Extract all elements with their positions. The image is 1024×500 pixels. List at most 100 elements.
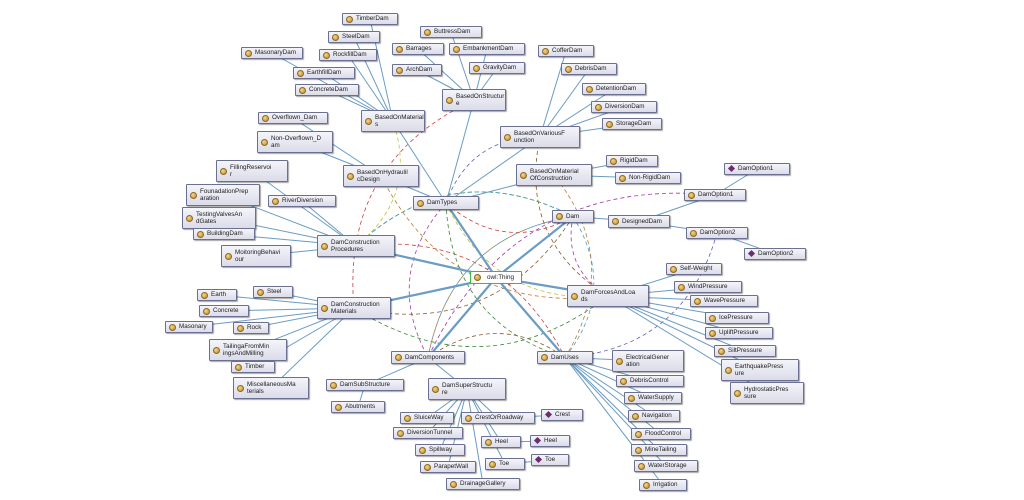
node-rigiddam[interactable]: RigidDam	[606, 155, 658, 167]
node-watersupply[interactable]: WaterSupply	[624, 392, 682, 404]
node-label: DamOption1	[698, 191, 734, 199]
property-link	[564, 232, 718, 358]
node-label: EarthfillDam	[307, 69, 342, 77]
node-icepressure[interactable]: IcePressure	[705, 312, 769, 324]
subclass-edge	[564, 357, 655, 417]
node-damforces[interactable]: DamForcesAndLoa ds	[567, 285, 649, 307]
node-miscmaterials[interactable]: MiscellaneousMa terials	[233, 377, 309, 399]
node-detentiondam[interactable]: DetentionDam	[582, 83, 646, 95]
class-dot-icon	[616, 357, 623, 365]
class-dot-icon	[396, 45, 403, 53]
node-label: MiscellaneousMa terials	[247, 380, 296, 396]
node-damuses[interactable]: DamUses	[537, 351, 593, 364]
node-basedonmaterials[interactable]: BasedOnMaterial s	[361, 110, 425, 132]
node-electrical[interactable]: ElectricalGener ation	[612, 350, 684, 372]
node-damcomp[interactable]: DamComponents	[391, 351, 465, 364]
class-dot-icon	[690, 229, 697, 237]
node-fillingreservoir[interactable]: FillingReservoi r	[216, 160, 288, 182]
node-masonary[interactable]: Masonary	[165, 321, 213, 333]
node-archdam[interactable]: ArchDam	[392, 64, 442, 76]
node-label: MoitoringBehavi our	[235, 248, 281, 264]
node-damcm[interactable]: DamConstruction Materials	[317, 297, 391, 319]
node-damoption2-ind[interactable]: DamOption2	[744, 248, 806, 260]
node-windpressure[interactable]: WindPressure	[674, 281, 742, 293]
node-tailing[interactable]: TailingaFromMin ingsAndMilling	[209, 339, 287, 361]
node-upliftpressure[interactable]: UpliftPressure	[705, 327, 773, 339]
node-basedonstructure[interactable]: BasedOnStructur e	[442, 89, 506, 111]
node-floodcontrol[interactable]: FloodControl	[631, 428, 691, 440]
node-diversiondam[interactable]: DiversionDam	[591, 101, 657, 113]
node-wavepressure[interactable]: WavePressure	[690, 295, 758, 307]
class-dot-icon	[718, 347, 725, 355]
node-rockfilldam[interactable]: RockfillDam	[319, 49, 377, 61]
node-toe-ind[interactable]: Toe	[531, 454, 569, 466]
node-abutments[interactable]: Abutments	[331, 401, 385, 413]
node-heel[interactable]: Heel	[481, 436, 521, 448]
class-dot-icon	[688, 191, 695, 199]
node-designeddam[interactable]: DesignedDam	[608, 215, 670, 228]
node-steel[interactable]: Steel	[253, 286, 293, 298]
node-damsubstructure[interactable]: DamSubStructure	[326, 379, 404, 391]
node-dam[interactable]: Dam	[552, 210, 594, 223]
node-basedonhydraulic[interactable]: BasedOnHydraulil cDesign	[343, 165, 419, 187]
node-sluiceway[interactable]: SluiceWay	[400, 412, 454, 424]
node-heel-ind[interactable]: Heel	[530, 435, 570, 447]
node-gravitydam[interactable]: GravityDam	[469, 62, 525, 74]
node-buildingdam[interactable]: BuildingDam	[193, 228, 255, 240]
node-damoption1[interactable]: DamOption1	[684, 189, 746, 201]
node-label: Navigation	[642, 412, 672, 420]
node-riverdiversion[interactable]: RiverDiversion	[268, 195, 336, 207]
node-navigation[interactable]: Navigation	[628, 410, 680, 422]
node-label: Toe	[545, 456, 556, 464]
node-monitoring[interactable]: MoitoringBehavi our	[221, 245, 291, 267]
node-steeldam[interactable]: SteelDam	[328, 31, 380, 43]
node-earthquake[interactable]: EarthquakePress ure	[721, 359, 799, 381]
node-selfweight[interactable]: Self-Weight	[666, 263, 722, 275]
property-link	[355, 120, 401, 247]
node-debriscontrol[interactable]: DebrisControl	[616, 375, 684, 387]
node-diversiontunnel[interactable]: DiversionTunnel	[393, 427, 463, 439]
node-irrigation[interactable]: Irrigation	[639, 479, 687, 491]
class-dot-icon	[424, 28, 431, 36]
node-testingvalves[interactable]: TestingValvesAn dGates	[182, 207, 256, 229]
node-timberdam[interactable]: TimberDam	[342, 13, 398, 25]
node-minetailing[interactable]: MineTailing	[631, 444, 687, 456]
node-concretedam[interactable]: ConcreteDam	[295, 84, 359, 96]
node-spillway[interactable]: Spillway	[415, 444, 465, 456]
node-label: Abutments	[345, 403, 376, 411]
node-barrages[interactable]: Barrages	[392, 43, 444, 55]
node-concrete[interactable]: Concrete	[199, 305, 249, 317]
node-foundationprep[interactable]: FounadationPrep aration	[186, 184, 260, 206]
node-nonrigiddam[interactable]: Non-RigidDam	[615, 172, 681, 184]
node-earth[interactable]: Earth	[197, 289, 237, 301]
node-masonarydam[interactable]: MasonaryDam	[241, 47, 303, 59]
node-overflowndam[interactable]: Overflown_Dam	[258, 112, 328, 124]
node-toe[interactable]: Toe	[485, 458, 525, 470]
node-owl-thing[interactable]: owl:Thing	[470, 271, 522, 284]
node-damsuperstructure[interactable]: DamSuperStructu re	[428, 378, 506, 400]
node-buttressdam[interactable]: ButtressDam	[420, 26, 482, 38]
node-storagedam[interactable]: StorageDam	[602, 118, 662, 130]
node-crest-ind[interactable]: Crest	[541, 409, 583, 421]
node-damoption2[interactable]: DamOption2	[686, 227, 748, 239]
node-basedonmatconst[interactable]: BasedOnMaterial OfConstruction	[516, 164, 592, 186]
node-crestorroadway[interactable]: CrestOrRoadway	[461, 412, 535, 424]
node-basedonvarious[interactable]: BasedOnVariousF unction	[500, 126, 580, 148]
node-hydrostatic[interactable]: HydrostaticPres sure	[730, 382, 804, 404]
node-debrisdam[interactable]: DebrisDam	[561, 63, 617, 75]
node-rock[interactable]: Rock	[233, 322, 269, 334]
node-embankmentdam[interactable]: EmbankmentDam	[449, 43, 525, 55]
class-dot-icon	[346, 15, 353, 23]
node-timber[interactable]: Timber	[231, 361, 275, 373]
node-damoption1-ind[interactable]: DamOption1	[724, 163, 790, 175]
node-parapetwall[interactable]: ParapetWall	[420, 461, 476, 473]
node-damcp[interactable]: DamConstruction Procedures	[317, 235, 395, 257]
node-damtypes[interactable]: DamTypes	[413, 196, 479, 210]
node-nonoverflowdam[interactable]: Non-Overflown_D am	[257, 131, 333, 153]
property-link	[355, 191, 574, 247]
node-siltpressure[interactable]: SiltPressure	[714, 345, 776, 357]
node-drainagegallery[interactable]: DrainageGallery	[446, 478, 520, 490]
node-cofferdam[interactable]: CofferDam	[538, 45, 594, 57]
node-waterstorage[interactable]: WaterStorage	[634, 460, 698, 472]
node-earthfilldam[interactable]: EarthfillDam	[293, 67, 355, 79]
